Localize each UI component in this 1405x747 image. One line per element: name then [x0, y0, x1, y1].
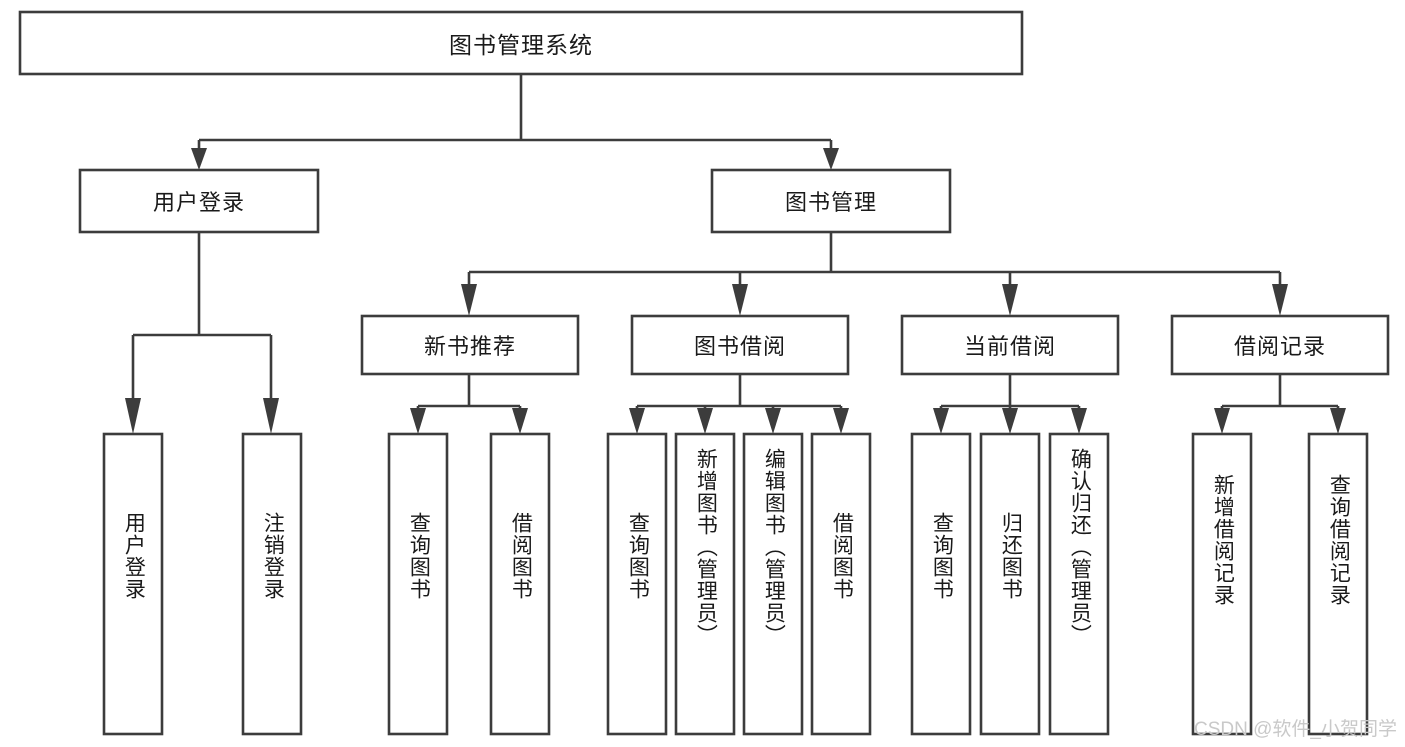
arrow-head-new-book-rec: [461, 284, 477, 316]
node-box-leaf-add-book[interactable]: [674, 432, 736, 736]
node-box-leaf-return-book[interactable]: [979, 432, 1041, 736]
arrow-head-leaf-logout: [263, 398, 279, 434]
node-box-book-manage[interactable]: [710, 168, 952, 234]
arrow-head-borrow-record: [1272, 284, 1288, 316]
arrow-head-leaf-borrow-book: [833, 408, 849, 434]
arrow-head-leaf-edit-book: [765, 408, 781, 434]
arrow-head-leaf-query-book-current: [933, 408, 949, 434]
node-box-leaf-query-book-rec[interactable]: [387, 432, 449, 736]
node-box-leaf-user-login[interactable]: [102, 432, 164, 736]
arrow-head-current-borrow: [1002, 284, 1018, 316]
node-box-leaf-query-book-borrow[interactable]: [606, 432, 668, 736]
arrow-head-leaf-query-book-rec: [410, 408, 426, 434]
node-box-book-borrow[interactable]: [630, 314, 850, 376]
arrow-head-user-login: [191, 148, 207, 170]
arrow-head-leaf-return-book: [1002, 408, 1018, 434]
node-box-root[interactable]: [18, 10, 1024, 76]
node-box-borrow-record[interactable]: [1170, 314, 1390, 376]
arrow-head-leaf-query-record: [1330, 408, 1346, 434]
node-box-leaf-logout[interactable]: [241, 432, 303, 736]
node-box-new-book-rec[interactable]: [360, 314, 580, 376]
node-box-leaf-borrow-book-rec[interactable]: [489, 432, 551, 736]
arrow-head-book-manage: [823, 148, 839, 170]
arrow-head-leaf-add-book: [697, 408, 713, 434]
arrow-head-book-borrow: [732, 284, 748, 316]
node-box-leaf-add-record[interactable]: [1191, 432, 1253, 736]
node-box-leaf-confirm-return[interactable]: [1048, 432, 1110, 736]
node-box-user-login[interactable]: [78, 168, 320, 234]
node-box-current-borrow[interactable]: [900, 314, 1120, 376]
arrow-head-leaf-confirm-return: [1071, 408, 1087, 434]
node-box-leaf-query-record[interactable]: [1307, 432, 1369, 736]
arrow-head-leaf-query-book-borrow: [629, 408, 645, 434]
arrow-head-leaf-add-record: [1214, 408, 1230, 434]
node-box-leaf-borrow-book[interactable]: [810, 432, 872, 736]
connector-group: [125, 74, 1346, 434]
node-box-leaf-query-book-current[interactable]: [910, 432, 972, 736]
node-box-group: [18, 10, 1390, 736]
arrow-head-leaf-user-login: [125, 398, 141, 434]
node-box-leaf-edit-book[interactable]: [742, 432, 804, 736]
arrow-head-leaf-borrow-book-rec: [512, 408, 528, 434]
